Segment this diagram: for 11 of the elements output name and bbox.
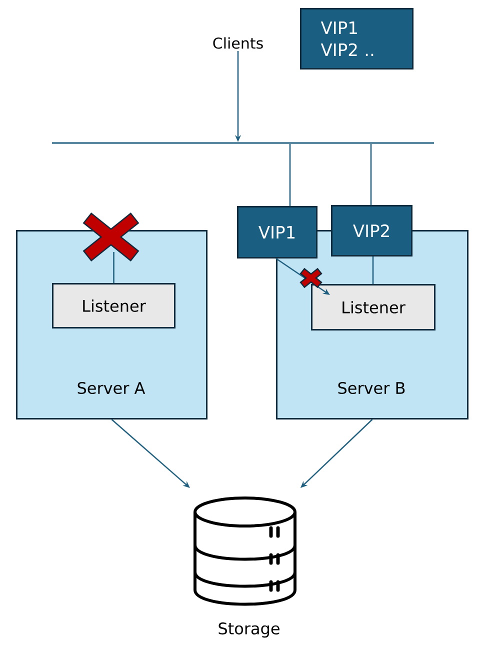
connector: [372, 256, 374, 284]
label-text: Storage: [218, 622, 280, 638]
listener-box: Listener: [311, 284, 436, 330]
connector: [113, 252, 114, 283]
connector: [289, 144, 291, 206]
vip-box: VIP1 VIP2 ..: [300, 8, 414, 70]
listener-box: Listener: [52, 283, 176, 328]
label-text: Clients: [213, 37, 263, 49]
connector: [370, 144, 372, 205]
vip-box: VIP1: [237, 206, 318, 258]
vip-box: VIP2: [331, 205, 412, 256]
